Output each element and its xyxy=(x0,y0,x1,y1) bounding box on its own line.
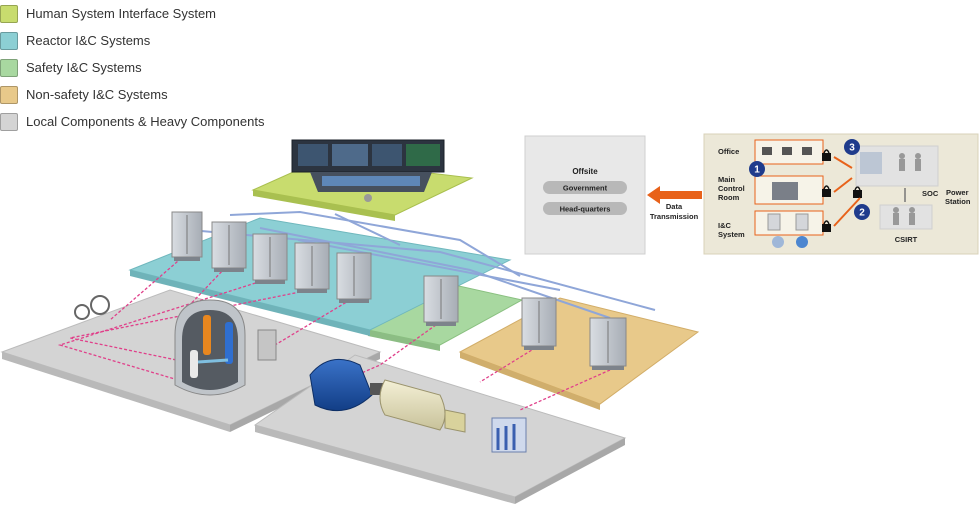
data-transmission-arrow: Data Transmission xyxy=(647,186,702,221)
ic-label-1: I&C xyxy=(718,221,732,230)
headquarters-label: Head-quarters xyxy=(560,205,611,214)
government-label: Government xyxy=(563,184,608,193)
legend-swatch xyxy=(0,58,18,77)
csirt-people xyxy=(893,207,915,225)
reactor-containment xyxy=(174,299,246,396)
lock-icon xyxy=(822,185,831,197)
ic-cabinet-1 xyxy=(767,213,781,231)
legend-swatch xyxy=(0,4,18,23)
transmission-line1: Data xyxy=(666,202,683,211)
government-pill xyxy=(543,181,627,194)
lock-icon xyxy=(822,149,831,161)
operator-desk xyxy=(772,182,798,200)
legend-label: Local Components & Heavy Components xyxy=(26,114,265,129)
legend-label: Reactor I&C Systems xyxy=(26,33,151,48)
lock-icon xyxy=(822,220,831,232)
ic-device-2 xyxy=(796,236,808,248)
headquarters-pill xyxy=(543,202,627,215)
legend-item-hsi: Human System Interface System xyxy=(0,0,264,27)
badge-2-text: 2 xyxy=(859,208,865,219)
main-control-label-3: Room xyxy=(718,193,740,202)
reactor-cabinets xyxy=(171,211,372,303)
nonsafety-platform-edge xyxy=(460,352,600,410)
generator xyxy=(379,379,466,433)
badge-1-text: 1 xyxy=(754,165,760,176)
control-room-console xyxy=(291,139,445,202)
legend-label: Human System Interface System xyxy=(26,6,217,21)
soc-screens xyxy=(860,152,882,174)
reactor-platform-edge xyxy=(130,270,370,336)
transmission-line2: Transmission xyxy=(650,212,699,221)
badge-3 xyxy=(844,139,860,155)
soc-label: SOC xyxy=(922,189,939,198)
legend-item-reactor: Reactor I&C Systems xyxy=(0,27,264,54)
offsite-title: Offsite xyxy=(572,167,598,176)
offsite-box: Offsite Government Head-quarters xyxy=(524,135,646,255)
legend-label: Non-safety I&C Systems xyxy=(26,87,168,102)
safety-cabinet xyxy=(423,275,459,326)
badge-1 xyxy=(749,161,765,177)
lock-icon xyxy=(853,186,862,198)
office-computers xyxy=(762,147,812,155)
soc-people xyxy=(899,153,921,171)
legend-item-nonsafety: Non-safety I&C Systems xyxy=(0,81,264,108)
badge-3-text: 3 xyxy=(849,143,855,154)
power-label-2: Station xyxy=(945,197,971,206)
legend-swatch xyxy=(0,31,18,50)
local-platform-turbine-edge xyxy=(255,425,515,504)
legend-item-safety: Safety I&C Systems xyxy=(0,54,264,81)
local-platform-left-edge xyxy=(2,352,230,432)
power-station-box: Office Main Control Room I&C System xyxy=(703,133,979,255)
main-control-label-2: Control xyxy=(718,184,745,193)
main-control-label-1: Main xyxy=(718,175,736,184)
legend-swatch xyxy=(0,112,18,131)
badge-2 xyxy=(854,204,870,220)
office-label: Office xyxy=(718,147,739,156)
ic-device-1 xyxy=(772,236,784,248)
csirt-area xyxy=(879,204,933,230)
ic-label-2: System xyxy=(718,230,745,239)
hsi-platform-edge xyxy=(253,190,395,221)
station-arrows xyxy=(833,156,861,227)
legend-item-local: Local Components & Heavy Components xyxy=(0,108,264,135)
legend-swatch xyxy=(0,85,18,104)
ic-cabinet-2 xyxy=(795,213,809,231)
pump-component xyxy=(74,295,277,361)
safety-platform-edge xyxy=(368,330,440,351)
csirt-label: CSIRT xyxy=(895,235,918,244)
nonsafety-cabinets xyxy=(521,297,627,370)
legend: Human System Interface System Reactor I&… xyxy=(0,0,264,135)
ic-frame xyxy=(754,210,824,236)
power-label-1: Power xyxy=(946,188,969,197)
legend-label: Safety I&C Systems xyxy=(26,60,142,75)
local-platform-turbine-edge-r xyxy=(515,438,625,504)
condenser xyxy=(491,417,527,453)
